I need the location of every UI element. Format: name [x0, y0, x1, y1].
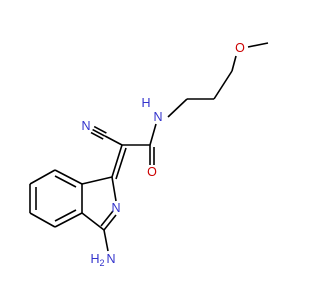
carbonyl-oxygen-label: O: [147, 165, 157, 179]
ether-methyl-bond: [247, 42, 269, 48]
carbonyl-amide-bond: [149, 123, 157, 146]
cyano-nitrogen-label: N: [81, 119, 90, 133]
cyano-central-bond: [104, 135, 123, 146]
amino-subscript-label: 2: [99, 258, 104, 268]
ring5-c1-c7a: [81, 176, 113, 185]
benzene-bond-1: [54, 169, 83, 185]
cyano-triple-bond-a: [92, 128, 106, 137]
exocyclic-double-bond-b: [115, 147, 127, 180]
benzene-bond-5: [54, 212, 83, 228]
ring5-c1-n2: [111, 176, 117, 202]
bond-group: [29, 42, 269, 252]
exocyclic-double-bond-a: [111, 144, 123, 178]
chain-bond-4: [231, 55, 237, 72]
cyano-triple-bond-c: [90, 131, 104, 140]
benzene-bond-2: [29, 169, 56, 185]
ether-oxygen-label: O: [235, 41, 245, 55]
amide-nitrogen-label: N: [153, 110, 162, 124]
atom-label-group: N N H O O N H 2 N: [81, 41, 245, 268]
benzene-bond-4: [29, 212, 56, 228]
amino-bond: [103, 229, 109, 252]
chain-bond-1: [167, 98, 188, 118]
amino-nitrogen-label: N: [106, 252, 115, 266]
benzene-inner-bond-1: [54, 175, 77, 188]
ring5-n2-c3-b: [100, 210, 114, 227]
amino-hydrogen-label: H: [90, 252, 99, 266]
amide-hydrogen-label: H: [141, 96, 150, 110]
benzene-inner-bond-3: [54, 209, 77, 222]
molecule-structure: N N H O O N H 2 N: [29, 41, 269, 268]
ring-nitrogen-label: N: [111, 201, 120, 215]
chain-bond-3: [213, 70, 233, 100]
cyano-triple-bond-b: [93, 125, 107, 134]
ring5-n2-c3-a: [103, 214, 117, 231]
ring5-c3-c3a: [81, 212, 105, 231]
